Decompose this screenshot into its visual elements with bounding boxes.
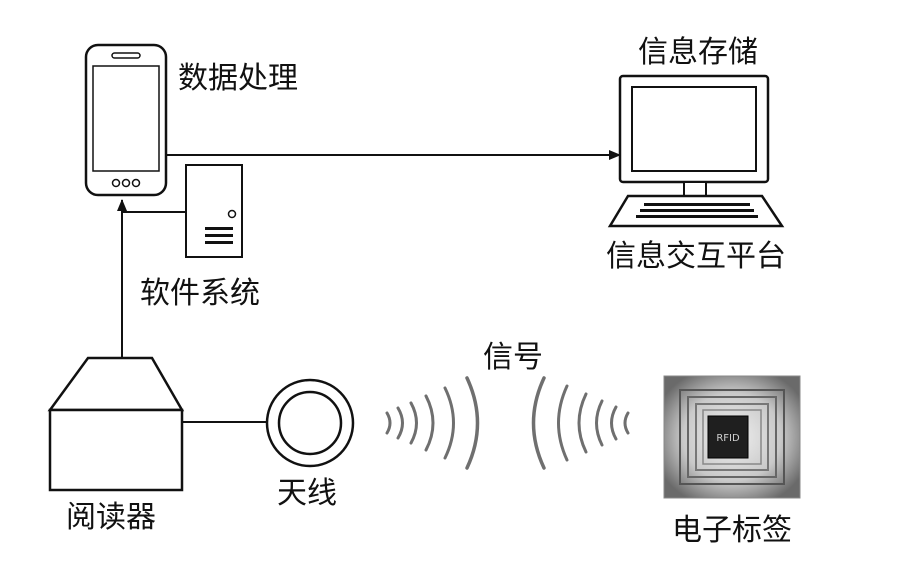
rfid-reader-icon [47,356,185,492]
keyboard-keys [636,203,758,218]
software-system-label: 软件系统 [140,276,260,311]
desktop-computer-icon [607,74,785,228]
info-storage-label: 信息存储 [638,35,758,70]
signal-label: 信号 [483,340,543,375]
signal-waves-icon [385,376,630,470]
reader-label: 阅读器 [66,500,156,535]
info-platform-label: 信息交互平台 [606,239,786,274]
smartphone-icon [84,43,168,197]
tag-chip-label: RFID [716,433,740,444]
rfid-tag-icon: RFID [663,375,801,499]
data-processing-label: 数据处理 [178,61,298,96]
server-tower-icon [185,164,243,258]
antenna-coil-icon [265,378,355,468]
tag-label: 电子标签 [672,513,792,548]
antenna-label: 天线 [277,476,337,511]
